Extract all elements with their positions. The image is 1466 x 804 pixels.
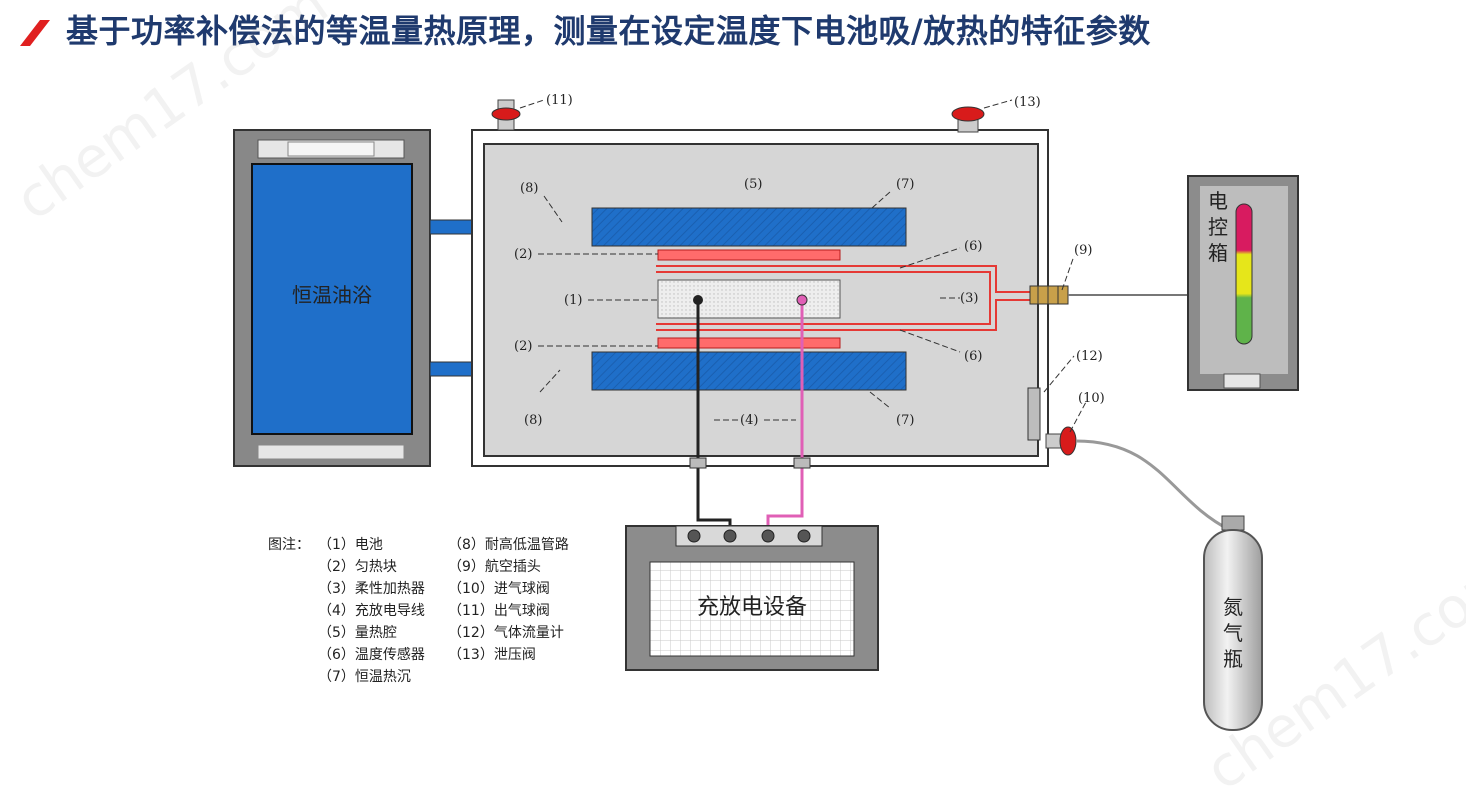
callout-2-top: (2) <box>514 247 532 262</box>
charger: 充放电设备 <box>625 525 879 671</box>
legend-left: （1）电池 （2）匀热块 （3）柔性加热器 （4）充放电导线 （5）量热腔 （6… <box>318 534 425 688</box>
terminal-pink <box>796 294 808 306</box>
relief-valve-13 <box>951 106 985 133</box>
callout-7-bottom: (7) <box>896 413 914 428</box>
callout-12: (12) <box>1076 349 1103 364</box>
callout-4: (4) <box>740 413 758 428</box>
soaking-block-bottom <box>657 337 841 349</box>
title-accent-mark <box>20 20 50 46</box>
legend-item: （10）进气球阀 <box>448 581 550 597</box>
legend-item: （1）电池 <box>318 537 383 553</box>
soaking-block-top <box>657 249 841 261</box>
flexible-heater <box>656 265 1030 331</box>
nitrogen-cylinder: 氮 气 瓶 <box>1203 515 1263 731</box>
callout-6-bottom: (6) <box>964 349 982 364</box>
legend-item: （3）柔性加热器 <box>318 581 425 597</box>
callout-2-bottom: (2) <box>514 339 532 354</box>
legend-item: （4）充放电导线 <box>318 603 425 619</box>
control-box-label-3: 箱 <box>1208 241 1228 265</box>
callout-leaders <box>519 99 1087 433</box>
legend-title: 图注： <box>268 537 310 553</box>
slide-title: 基于功率补偿法的等温量热原理，测量在设定温度下电池吸/放热的特征参数 <box>66 12 1151 50</box>
oil-bath-label: 恒温油浴 <box>292 283 372 307</box>
aviation-plug <box>1029 285 1188 305</box>
nitrogen-label-3: 瓶 <box>1223 647 1243 671</box>
legend-item: （9）航空插头 <box>448 559 541 575</box>
legend-item: （13）泄压阀 <box>448 647 536 663</box>
callout-8-top: (8) <box>520 181 538 196</box>
callout-8-bottom: (8) <box>524 413 542 428</box>
inlet-valve-10 <box>1045 426 1231 532</box>
terminal-black <box>693 295 703 305</box>
gas-flowmeter <box>1027 387 1041 441</box>
charger-label: 充放电设备 <box>697 595 807 620</box>
callout-11: (11) <box>546 93 573 108</box>
legend-item: （11）出气球阀 <box>448 603 550 619</box>
outlet-valve-11 <box>491 99 521 131</box>
callout-3: (3) <box>960 291 978 306</box>
callout-7-top: (7) <box>896 177 914 192</box>
calorimeter-diagram: 恒温油浴 <box>233 93 1299 731</box>
charge-wires <box>696 300 804 532</box>
nitrogen-label-2: 气 <box>1223 621 1243 645</box>
legend-item: （12）气体流量计 <box>448 625 564 641</box>
heat-sink-top <box>591 207 907 247</box>
legend-item: （6）温度传感器 <box>318 647 425 663</box>
callout-1: (1) <box>564 293 582 308</box>
callout-6-top: (6) <box>964 239 982 254</box>
control-box-label-1: 电 <box>1208 189 1228 213</box>
legend-item: （8）耐高低温管路 <box>448 537 569 553</box>
callout-13: (13) <box>1014 95 1041 110</box>
legend-item: （5）量热腔 <box>318 625 397 641</box>
nitrogen-label-1: 氮 <box>1223 595 1243 619</box>
callout-5: (5) <box>744 177 762 192</box>
legend-right: （8）耐高低温管路 （9）航空插头 （10）进气球阀 （11）出气球阀 （12）… <box>448 534 569 666</box>
heat-sink-bottom <box>591 351 907 391</box>
callout-9: (9) <box>1074 243 1092 258</box>
battery <box>657 279 841 319</box>
callout-10: (10) <box>1078 391 1105 406</box>
oil-bath: 恒温油浴 <box>233 129 431 467</box>
legend-item: （2）匀热块 <box>318 559 397 575</box>
legend-item: （7）恒温热沉 <box>318 669 411 685</box>
control-box-label-2: 控 <box>1208 215 1228 239</box>
control-box: 电 控 箱 <box>1187 175 1299 391</box>
